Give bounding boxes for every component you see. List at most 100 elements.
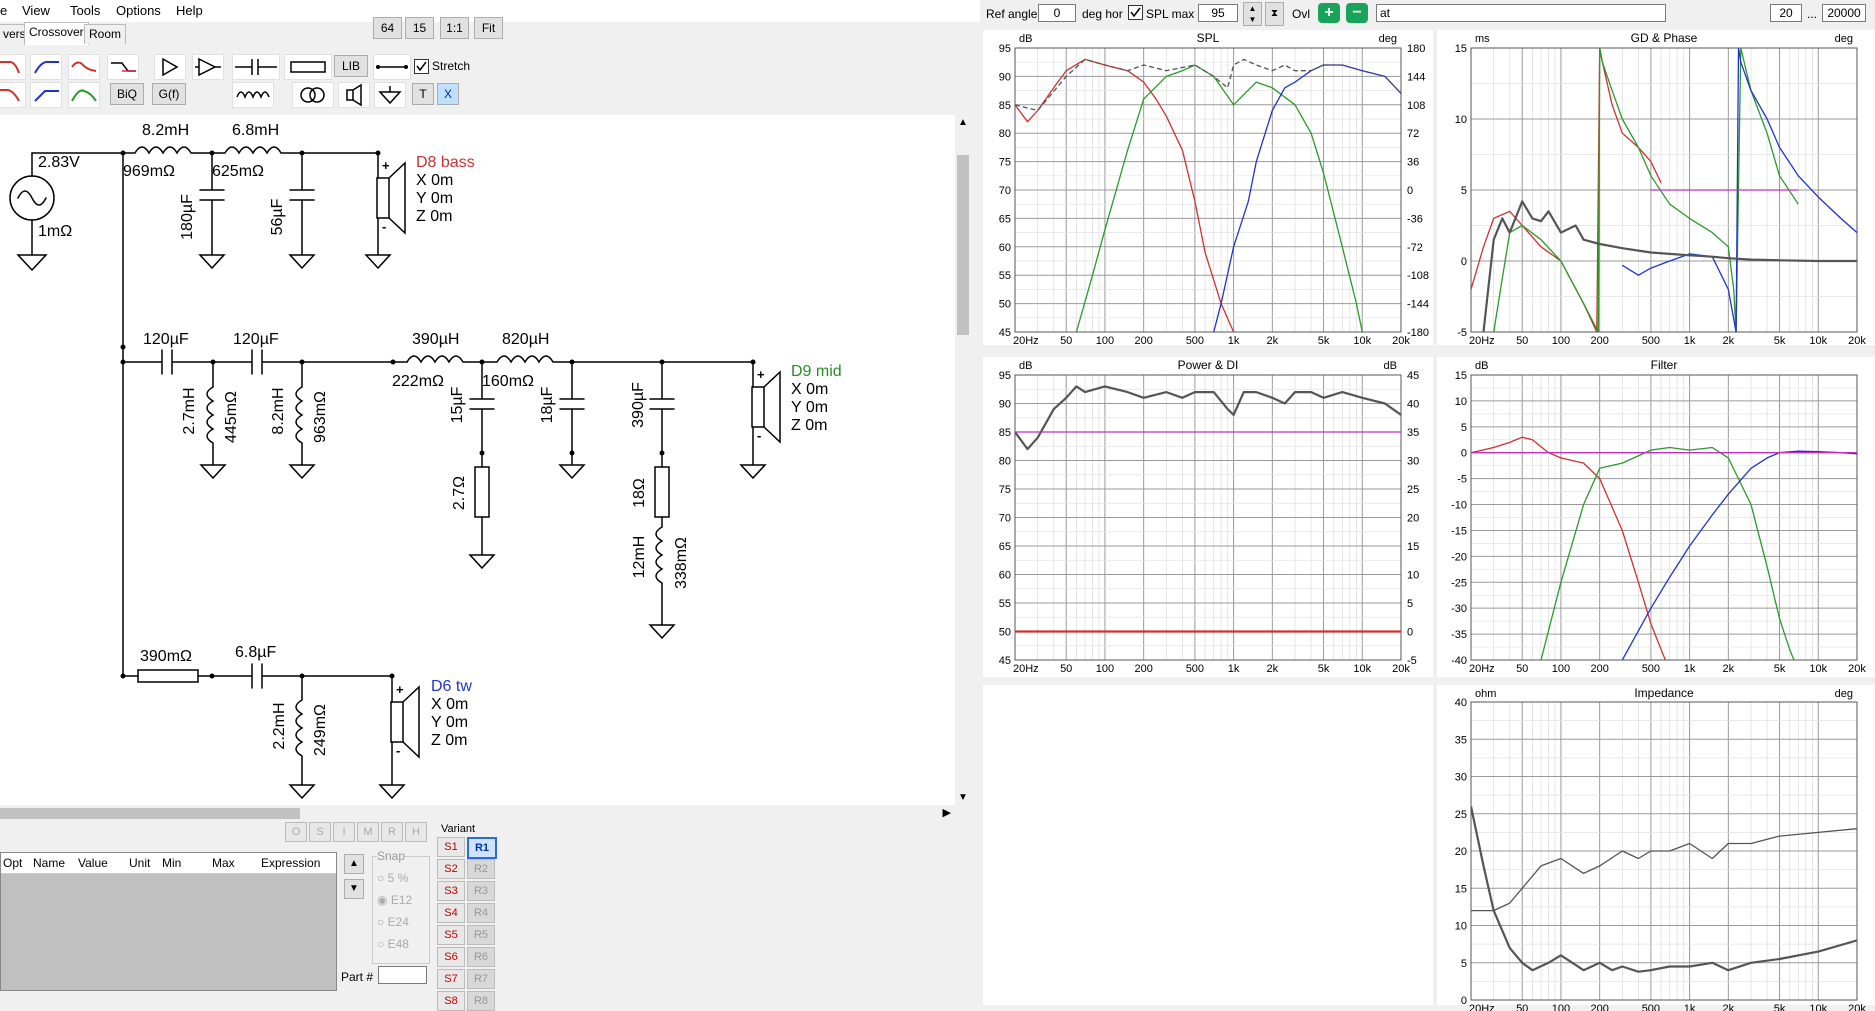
opt-h-button[interactable]: H — [405, 822, 427, 842]
amplifier-icon[interactable] — [154, 54, 186, 80]
y2-tick-label: 45 — [1407, 370, 1419, 382]
tab-room[interactable]: Room — [84, 24, 127, 44]
speaker-icon[interactable] — [338, 82, 370, 108]
variant-r4-button[interactable]: R4 — [467, 903, 495, 923]
variant-r6-button[interactable]: R6 — [467, 947, 495, 967]
zoom-fit-button[interactable]: Fit — [474, 17, 503, 39]
tl1-label: 2.2mH — [271, 702, 288, 749]
snap-e48-radio[interactable]: ○ E48 — [377, 937, 409, 951]
lowpass-red2-icon[interactable] — [0, 82, 26, 108]
opt-m-button[interactable]: M — [357, 822, 379, 842]
opt-r-button[interactable]: R — [381, 822, 403, 842]
variant-r7-button[interactable]: R7 — [467, 969, 495, 989]
inductor-icon[interactable] — [232, 82, 274, 108]
variant-s1-button[interactable]: S1 — [437, 837, 465, 857]
biquad-button[interactable]: BiQ — [110, 83, 144, 105]
schematic-canvas[interactable]: 2.83V 1mΩ 8.2mH 969mΩ 6.8mH 625mΩ 180µF … — [0, 115, 955, 805]
move-up-button[interactable]: ▲ — [344, 854, 364, 874]
menu-file[interactable]: e — [0, 3, 8, 18]
fit-spl-icon[interactable]: ⧗ — [1265, 2, 1284, 26]
spl-max-checkbox[interactable] — [1128, 5, 1143, 20]
zoom-15-button[interactable]: 15 — [405, 17, 434, 39]
snap-e12-radio[interactable]: ◉ E12 — [377, 893, 413, 907]
x-tick-label: 20Hz — [1469, 1003, 1495, 1011]
library-button[interactable]: LIB — [334, 55, 368, 77]
overlay-name-input[interactable] — [1376, 4, 1666, 22]
schematic-horizontal-scrollbar[interactable]: ▶ — [0, 805, 955, 822]
x-tick-label: 2k — [1723, 1003, 1735, 1011]
variant-r2-button[interactable]: R2 — [467, 859, 495, 879]
add-overlay-icon[interactable]: + — [1318, 3, 1340, 23]
variant-s4-button[interactable]: S4 — [437, 903, 465, 923]
variant-s8-button[interactable]: S8 — [437, 991, 465, 1011]
col-max[interactable]: Max — [212, 856, 235, 870]
lowpass-red-icon[interactable] — [0, 54, 26, 80]
tab-drivers[interactable]: vers — [0, 24, 31, 44]
snap-e24-radio[interactable]: ○ E24 — [377, 915, 409, 929]
variant-r5-button[interactable]: R5 — [467, 925, 495, 945]
zoom-1to1-button[interactable]: 1:1 — [440, 17, 469, 39]
col-expression[interactable]: Expression — [261, 856, 321, 870]
opt-s-button[interactable]: S — [309, 822, 331, 842]
freq-min-input[interactable] — [1770, 4, 1802, 22]
capacitor-icon[interactable] — [232, 54, 280, 80]
col-name[interactable]: Name — [33, 856, 66, 870]
ml3-label: 390µH — [412, 331, 459, 348]
opt-o-button[interactable]: O — [285, 822, 307, 842]
variant-r8-button[interactable]: R8 — [467, 991, 495, 1011]
menu-view[interactable]: View — [22, 3, 50, 18]
stretch-checkbox[interactable] — [414, 59, 429, 74]
transfer-function-button[interactable]: G(f) — [152, 83, 186, 105]
menu-tools[interactable]: Tools — [70, 3, 101, 18]
spl-max-label: SPL max — [1146, 7, 1195, 21]
col-min[interactable]: Min — [162, 856, 182, 870]
highpass-blue-icon[interactable] — [30, 54, 62, 80]
resistor-icon[interactable] — [284, 54, 332, 80]
tab-crossover[interactable]: Crossover — [24, 22, 89, 45]
bandpass-green-icon[interactable] — [68, 82, 100, 108]
col-opt[interactable]: Opt — [3, 856, 23, 870]
delete-x-button[interactable]: X — [437, 83, 459, 105]
spl-max-stepper[interactable]: ▲▼ — [1243, 2, 1262, 26]
move-down-button[interactable]: ▼ — [344, 879, 364, 899]
wire-icon[interactable] — [373, 54, 411, 80]
schematic-vertical-scrollbar[interactable]: ▲ ▼ — [955, 115, 972, 805]
y2-tick-label: 25 — [1407, 484, 1419, 496]
variant-s2-button[interactable]: S2 — [437, 859, 465, 879]
ground-icon[interactable] — [374, 82, 406, 108]
bandpass-red-icon[interactable] — [68, 54, 100, 80]
spl-max-input[interactable] — [1198, 4, 1238, 22]
buffer-icon[interactable] — [192, 54, 224, 80]
snap-5pct-radio[interactable]: ○ 5 % — [377, 871, 409, 885]
variant-r1-button[interactable]: R1 — [467, 837, 497, 859]
y-tick-label: 25 — [1455, 809, 1467, 821]
transformer-icon[interactable] — [292, 82, 334, 108]
shelf-icon[interactable] — [107, 54, 139, 80]
menu-options[interactable]: Options — [116, 3, 161, 18]
text-button[interactable]: T — [412, 83, 434, 105]
remove-overlay-icon[interactable]: − — [1346, 3, 1368, 23]
opt-i-button[interactable]: I — [333, 822, 355, 842]
freq-max-input[interactable] — [1822, 4, 1866, 22]
highpass-blue2-icon[interactable] — [30, 82, 62, 108]
variant-r3-button[interactable]: R3 — [467, 881, 495, 901]
y-tick-label: 90 — [999, 399, 1011, 411]
zoom-64-button[interactable]: 64 — [373, 17, 402, 39]
variant-s6-button[interactable]: S6 — [437, 947, 465, 967]
ref-angle-input[interactable] — [1038, 4, 1076, 22]
col-value[interactable]: Value — [78, 856, 108, 870]
variant-s3-button[interactable]: S3 — [437, 881, 465, 901]
variant-s7-button[interactable]: S7 — [437, 969, 465, 989]
x-tick-label: 1k — [1684, 1003, 1696, 1011]
col-unit[interactable]: Unit — [129, 856, 151, 870]
menu-help[interactable]: Help — [176, 3, 203, 18]
optimizer-table[interactable]: Opt Name Value Unit Min Max Expression — [0, 852, 337, 991]
ovl-label: Ovl — [1292, 7, 1310, 21]
variant-s5-button[interactable]: S5 — [437, 925, 465, 945]
part-number-input[interactable] — [378, 966, 427, 984]
